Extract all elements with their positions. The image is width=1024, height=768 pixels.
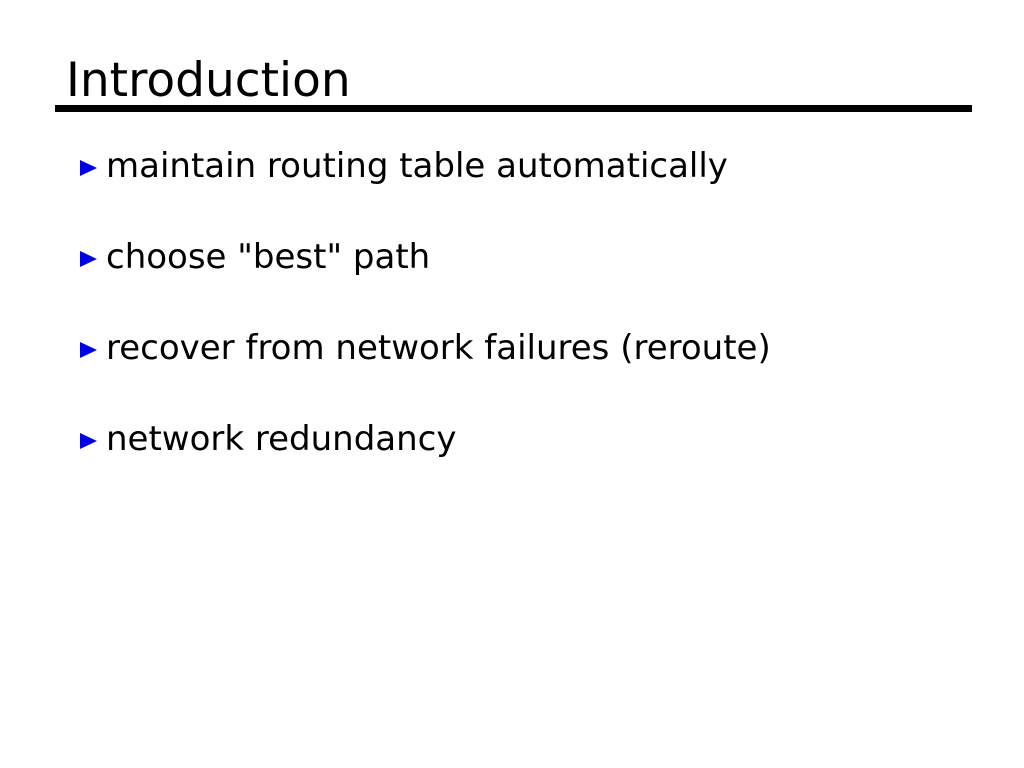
bullet-text: recover from network failures (reroute) [106, 328, 771, 368]
bullet-text: network redundancy [106, 419, 457, 459]
list-item: maintain routing table automatically [80, 148, 771, 185]
right-triangle-icon [80, 159, 97, 176]
list-item: network redundancy [80, 421, 771, 458]
right-triangle-icon [80, 341, 97, 358]
page-title: Introduction [66, 53, 351, 108]
right-triangle-icon [80, 432, 97, 449]
list-item: choose "best" path [80, 239, 771, 276]
bullet-list: maintain routing table automatically cho… [80, 148, 771, 458]
title-underline [55, 105, 972, 112]
right-triangle-icon [80, 250, 97, 267]
list-item: recover from network failures (reroute) [80, 330, 771, 367]
bullet-text: choose "best" path [106, 237, 431, 277]
bullet-text: maintain routing table automatically [106, 146, 728, 186]
